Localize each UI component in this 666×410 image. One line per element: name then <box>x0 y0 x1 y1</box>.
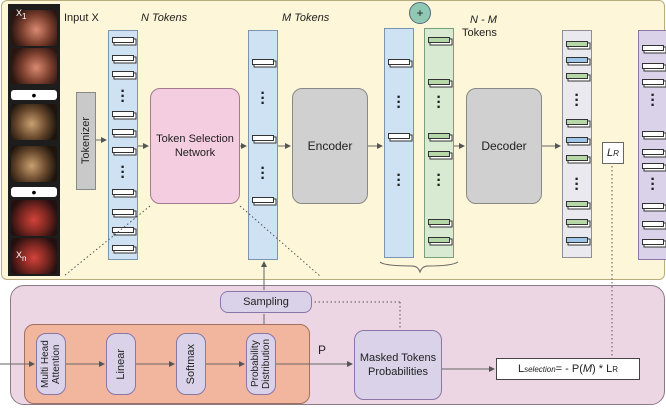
token-embedding <box>112 111 134 117</box>
decoder-block: Decoder <box>466 88 542 204</box>
sampling-block: Sampling <box>220 291 312 313</box>
token-embedding <box>566 73 588 79</box>
m-tokens-ellipsis-2: ··· <box>260 160 266 187</box>
token-embedding <box>642 163 664 169</box>
decoded-tokens-column: ··· ··· <box>562 30 592 258</box>
token-embedding <box>252 197 274 203</box>
nm-tokens-label-2: Tokens <box>462 27 497 39</box>
token-embedding <box>642 63 664 69</box>
token-embedding <box>428 151 450 157</box>
frame-gap <box>11 90 57 100</box>
m-tokens-label: M Tokens <box>282 12 330 24</box>
token-embedding <box>112 189 134 195</box>
frame-2 <box>11 48 57 84</box>
token-embedding <box>112 227 134 233</box>
token-embedding <box>566 119 588 125</box>
frame-6 <box>11 238 57 274</box>
frames-ellipsis: • <box>31 87 37 103</box>
token-embedding <box>566 41 588 47</box>
encoded-ellipsis-2: ··· <box>396 167 402 194</box>
nm-ellipsis-2: ··· <box>436 167 442 194</box>
dotted-tsn-left <box>63 205 151 277</box>
m-tokens-column: ··· ··· <box>248 30 278 260</box>
n-tokens-ellipsis-1: ··· <box>120 83 126 110</box>
nm-ellipsis-1: ··· <box>436 89 442 116</box>
token-embedding <box>112 55 134 61</box>
linear-block: Linear <box>106 333 136 395</box>
frame-gap-2 <box>11 187 57 197</box>
nm-tokens-label-1: N - M <box>470 14 497 26</box>
token-embedding <box>428 37 450 43</box>
token-selection-network: Token Selection Network <box>150 88 240 204</box>
frame-5 <box>11 200 57 236</box>
token-embedding <box>566 237 588 243</box>
token-embedding <box>112 209 134 215</box>
token-embedding <box>112 71 134 77</box>
brace-columns <box>379 261 459 274</box>
plus-circle-icon: + <box>409 2 431 24</box>
n-tokens-ellipsis-2: ··· <box>120 159 126 186</box>
encoder-block: Encoder <box>292 88 368 204</box>
frame-xn-label: Xn <box>16 250 27 263</box>
token-embedding <box>566 155 588 161</box>
token-embedding <box>642 45 664 51</box>
token-embedding <box>642 221 664 227</box>
input-x-label: Input X <box>64 12 99 24</box>
nm-tokens-column: ··· ··· <box>424 28 454 258</box>
token-embedding <box>428 219 450 225</box>
token-embedding <box>252 59 274 65</box>
softmax-block: Softmax <box>176 333 206 395</box>
token-embedding <box>112 129 134 135</box>
decoded-ellipsis-1: ··· <box>574 87 580 114</box>
frame-3 <box>11 104 57 140</box>
token-embedding <box>566 137 588 143</box>
frames-ellipsis-2: • <box>31 184 37 200</box>
n-tokens-column: ··· ··· <box>108 30 138 260</box>
token-embedding <box>642 203 664 209</box>
target-tokens-column: ··· ··· <box>638 30 666 260</box>
token-embedding <box>566 57 588 63</box>
encoded-ellipsis-1: ··· <box>396 89 402 116</box>
token-embedding <box>428 79 450 85</box>
masked-tokens-probabilities-block: Masked Tokens Probabilities <box>354 330 442 400</box>
n-tokens-label: N Tokens <box>141 12 188 24</box>
token-embedding <box>112 245 134 251</box>
token-embedding <box>428 237 450 243</box>
dotted-tsn-right <box>239 205 321 277</box>
token-embedding <box>388 59 410 65</box>
frame-1 <box>11 10 57 46</box>
tokenizer-block: Tokenizer <box>76 92 96 190</box>
token-embedding <box>642 239 664 245</box>
target-ellipsis-1: ··· <box>650 87 656 114</box>
input-video-frames: • • <box>8 4 60 276</box>
token-embedding <box>388 133 410 139</box>
token-embedding <box>112 37 134 43</box>
multi-head-attention-block: Multi Head Attention <box>36 333 66 395</box>
token-embedding <box>566 201 588 207</box>
token-embedding <box>642 79 664 85</box>
frame-x1-label: X1 <box>16 8 27 21</box>
p-label: P <box>318 343 327 357</box>
token-embedding <box>112 147 134 153</box>
decoded-ellipsis-2: ··· <box>574 171 580 198</box>
token-embedding <box>566 219 588 225</box>
token-embedding <box>252 135 274 141</box>
probability-distribution-block: Probability Distribution <box>246 333 276 395</box>
m-tokens-ellipsis-1: ··· <box>260 85 266 112</box>
target-ellipsis-2: ··· <box>650 171 656 198</box>
token-embedding <box>428 133 450 139</box>
frame-4 <box>11 146 57 182</box>
token-embedding <box>642 131 664 137</box>
token-embedding <box>642 149 664 155</box>
encoded-m-tokens-column: ··· ··· <box>384 28 414 258</box>
